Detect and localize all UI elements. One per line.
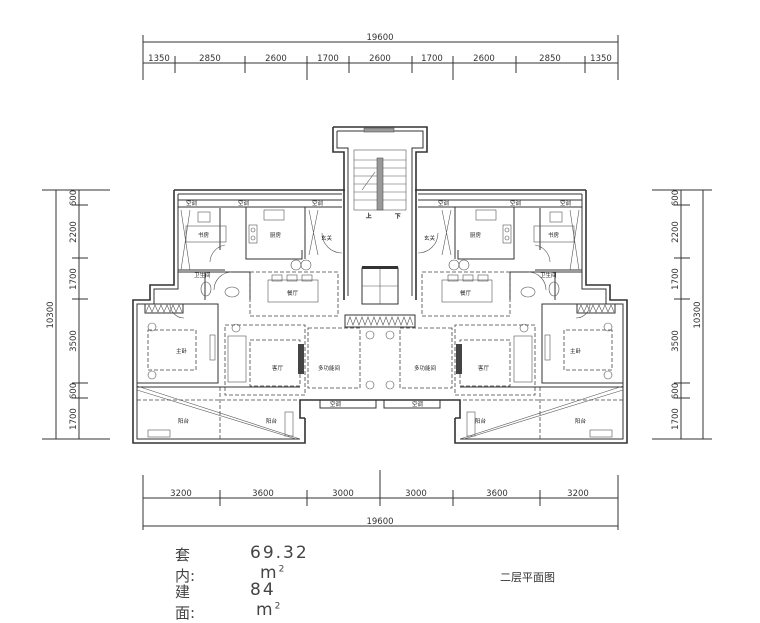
top-total-dim: 19600 [366,33,393,43]
bottom-dimension-chain: 3200 3600 3000 3000 3600 3200 19600 [142,470,619,530]
svg-text:2600: 2600 [265,54,287,64]
drawing-title: 二层平面图 [500,571,555,584]
room-label-study: 书房 [198,231,210,239]
room-label-foyer: 玄关 [321,234,333,242]
svg-text:600: 600 [69,383,79,399]
stair-down-label: 下 [395,213,401,220]
svg-text:3600: 3600 [486,489,508,499]
svg-text:2200: 2200 [69,221,79,243]
building-outline [132,126,628,444]
room-label-ac: 空调 [312,199,324,207]
room-label-ac: 空调 [510,199,522,207]
svg-text:600: 600 [671,190,681,206]
svg-text:600: 600 [69,190,79,206]
room-label-ac: 空调 [330,400,342,408]
svg-text:3000: 3000 [332,489,354,499]
svg-text:600: 600 [671,383,681,399]
svg-text:1700: 1700 [671,408,681,430]
room-label-multi-room: 多功能间 [318,364,340,372]
svg-text:2200: 2200 [671,221,681,243]
svg-text:3500: 3500 [671,330,681,352]
inner-area-label: 套内: [175,546,196,585]
svg-text:3000: 3000 [405,489,427,499]
right-unit-labels: 空调 空调 空调 书房 厨房 玄关 卫生间 餐厅 主卧 客厅 多功能间 阳台 阳… [412,199,587,425]
staircase: 上 下 [353,127,407,220]
svg-text:1700: 1700 [69,408,79,430]
svg-text:1700: 1700 [421,54,443,64]
svg-text:3200: 3200 [170,489,192,499]
svg-text:1700: 1700 [317,54,339,64]
svg-text:1350: 1350 [590,54,612,64]
svg-text:3600: 3600 [252,489,274,499]
svg-text:1700: 1700 [69,268,79,290]
room-label-balcony: 阳台 [266,417,278,425]
room-label-ac: 空调 [238,199,250,207]
stair-up-label: 上 [366,212,372,220]
room-label-ac: 空调 [560,199,572,207]
room-label-dining: 餐厅 [460,289,472,297]
room-label-study: 书房 [548,231,560,239]
room-label-balcony: 阳台 [475,417,487,425]
room-label-master-bedroom: 主卧 [570,347,582,355]
svg-text:3500: 3500 [69,330,79,352]
room-label-kitchen: 厨房 [270,231,282,239]
building-area-value: 84 m2 [250,580,283,620]
right-dimension-chain: 10300 600 2200 1700 3500 600 1700 [652,189,712,440]
room-label-ac: 空调 [438,199,450,207]
room-label-ac: 空调 [186,199,198,207]
left-total-dim: 10300 [46,301,56,328]
svg-text:2850: 2850 [199,54,221,64]
room-label-foyer: 玄关 [424,234,436,242]
building-area-label: 建面: [175,583,196,622]
bottom-total-dim: 19600 [366,517,393,527]
svg-text:3200: 3200 [567,489,589,499]
svg-text:2600: 2600 [473,54,495,64]
room-label-living: 客厅 [272,364,284,372]
svg-text:2850: 2850 [539,54,561,64]
inner-area-value: 69.32 m2 [250,543,309,583]
room-label-ac: 空调 [412,400,424,408]
svg-text:1350: 1350 [148,54,170,64]
svg-text:1700: 1700 [671,268,681,290]
elevator [344,266,416,328]
right-unit [383,199,624,440]
left-dimension-chain: 10300 600 2200 1700 3500 600 1700 [42,189,110,440]
room-label-master-bedroom: 主卧 [176,347,188,355]
room-label-dining: 餐厅 [287,289,299,297]
top-dimension-chain: 19600 1350 2850 2600 1700 2600 1700 2600… [142,33,619,80]
room-label-multi-room: 多功能间 [414,364,436,372]
left-unit [136,199,377,440]
floor-plan-drawing: 19600 1350 2850 2600 1700 2600 1700 2600… [42,33,712,530]
svg-text:2600: 2600 [369,54,391,64]
room-label-living: 客厅 [478,364,490,372]
room-label-bathroom: 卫生间 [540,271,557,279]
room-label-balcony: 阳台 [178,417,190,425]
room-label-balcony: 阳台 [575,417,587,425]
right-total-dim: 10300 [693,301,703,328]
room-label-kitchen: 厨房 [470,231,482,239]
left-unit-labels: 空调 空调 空调 书房 厨房 玄关 卫生间 餐厅 主卧 客厅 多功能间 阳台 阳… [176,199,342,425]
room-label-bathroom: 卫生间 [194,271,211,279]
